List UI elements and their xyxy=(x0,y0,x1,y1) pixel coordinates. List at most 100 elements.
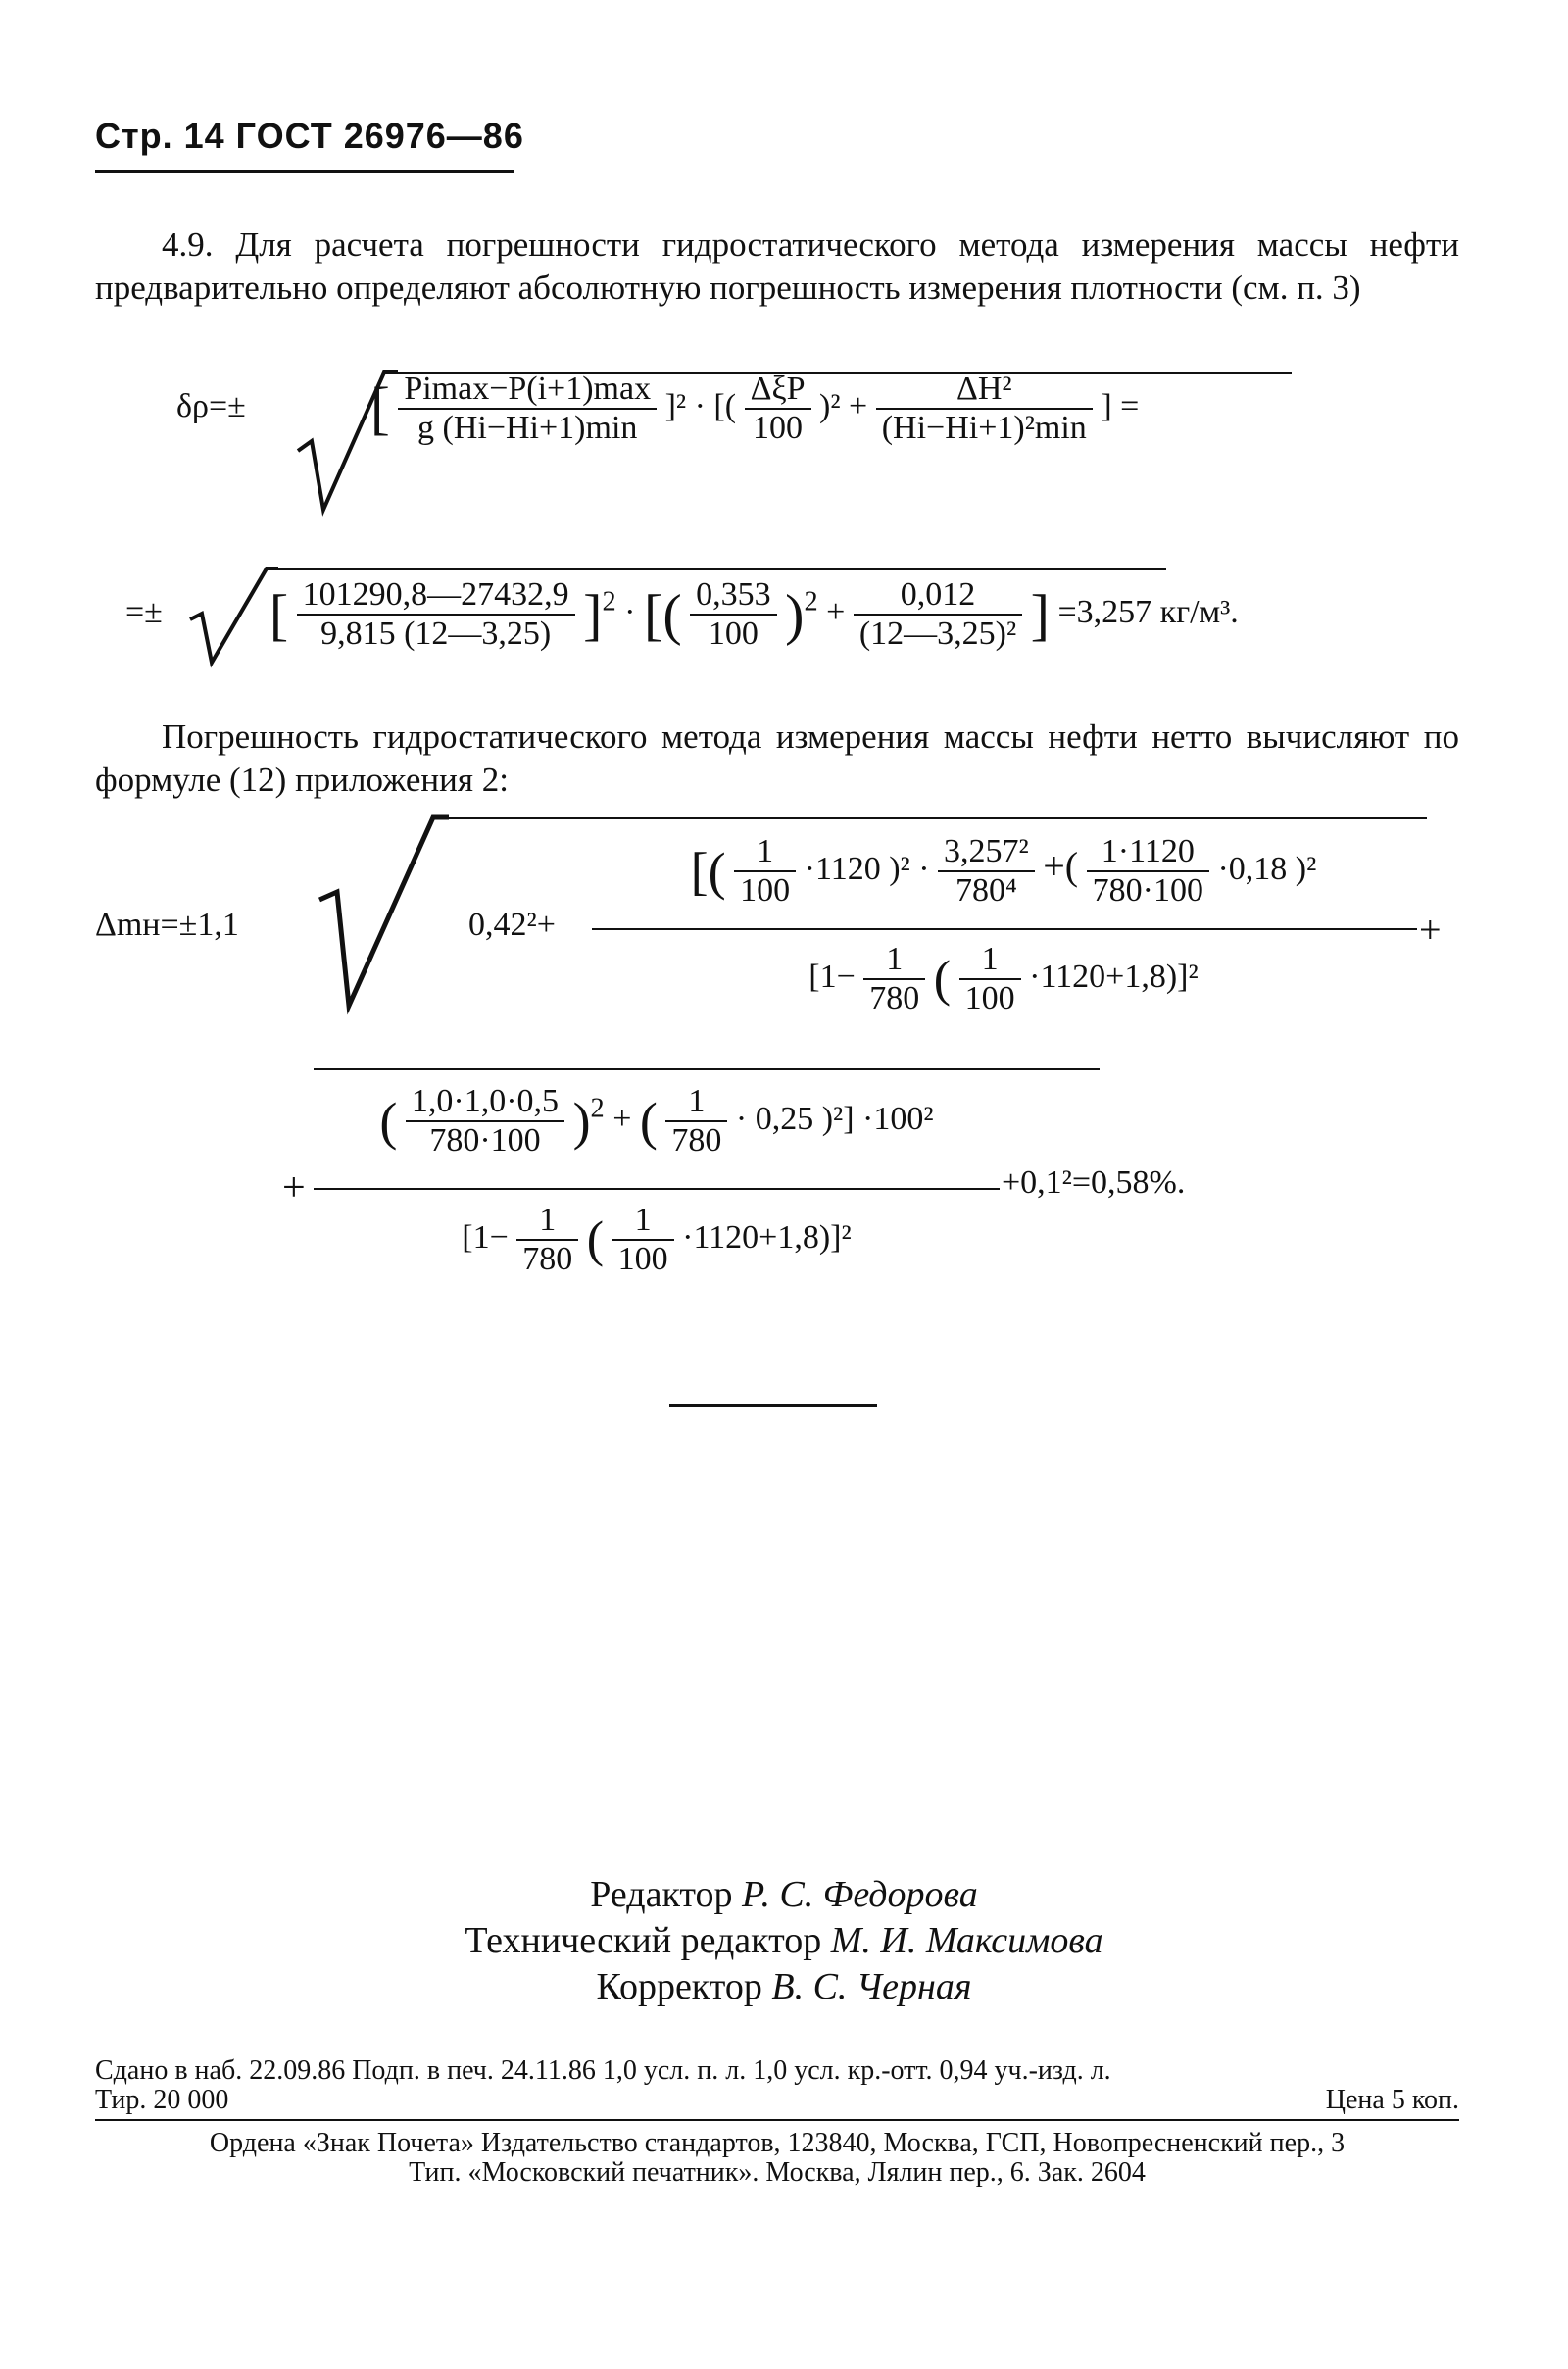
formula3-d2frac: 1 100 xyxy=(958,941,1021,1017)
formula3-n2-num: 3,257² xyxy=(938,833,1035,872)
formula2-fraction: 101290,8—27432,9 9,815 (12—3,25) xyxy=(296,576,575,653)
section-divider xyxy=(669,1404,877,1407)
publisher-line: Ордена «Знак Почета» Издательство станда… xyxy=(209,2128,1346,2158)
formula2-term2-den: 100 xyxy=(708,616,759,652)
formula4-b: 1 780 xyxy=(665,1083,728,1160)
page-header: Стр. 14 ГОСТ 26976—86 xyxy=(95,116,524,156)
radical-sign-3 xyxy=(318,814,449,1015)
formula1-lhs: δρ=± xyxy=(176,387,246,424)
credit-proof-name: В. С. Черная xyxy=(771,1966,972,2007)
radical-bar-1 xyxy=(392,372,1292,374)
formula1-end: ] = xyxy=(1101,387,1140,424)
formula1-term2-num: ΔξP xyxy=(744,370,811,410)
formula1-plus: )² + xyxy=(819,387,868,424)
credit-editor-name: Р. С. Федорова xyxy=(742,1874,978,1915)
paragraph-formula-intro-text: Погрешность гидростатического метода изм… xyxy=(95,717,1459,799)
formula3-d1: [1− xyxy=(808,958,856,995)
radical-bar-4 xyxy=(314,1068,1100,1070)
formula1-term3-den: (Hi−Hi+1)²min xyxy=(881,410,1087,446)
imprint-rule xyxy=(95,2119,1459,2121)
formula2-term3-num: 0,012 xyxy=(853,576,1023,616)
paragraph-intro: 4.9. Для расчета погрешности гидростатич… xyxy=(95,223,1459,310)
credit-tech-name: М. И. Максимова xyxy=(830,1920,1103,1961)
formula3-d-den: 780 xyxy=(869,980,920,1016)
radical-sign-2 xyxy=(189,567,278,668)
radical-bar-3 xyxy=(447,817,1427,819)
formula-density-error: δρ=± [ Pimax−P(i+1)max g (Hi−Hi+1)min ]²… xyxy=(176,370,1140,447)
formula1-fraction: Pimax−P(i+1)max g (Hi−Hi+1)min xyxy=(398,370,658,447)
formula3-d2-num: 1 xyxy=(958,941,1021,980)
formula4-result: +0,1²=0,58%. xyxy=(1002,1164,1186,1201)
credit-tech-label: Технический редактор xyxy=(465,1920,822,1961)
radical-sign-1 xyxy=(296,370,398,517)
paragraph-formula-intro: Погрешность гидростатического метода изм… xyxy=(95,716,1459,802)
formula4-dfrac: 1 780 xyxy=(516,1202,579,1278)
formula4-d2-den: 100 xyxy=(617,1241,668,1277)
formula3-n1-num: 1 xyxy=(734,833,797,872)
formula3-n2: 3,257² 780⁴ xyxy=(938,833,1035,910)
radical-bar-2 xyxy=(276,568,1166,570)
formula3-d2-den: 100 xyxy=(964,980,1015,1016)
imprint-print-run: Тир. 20 000 xyxy=(95,2085,229,2115)
formula3-d-tail: ·1120+1,8)]² xyxy=(1029,958,1199,995)
formula-density-numeric: =± [ 101290,8—27432,9 9,815 (12—3,25) ]2… xyxy=(125,576,1239,653)
formula1-term2-den: 100 xyxy=(753,410,804,446)
formula3-first: 0,42²+ xyxy=(468,907,556,943)
imprint-block: Сдано в наб. 22.09.86 Подп. в печ. 24.11… xyxy=(95,2056,1459,2115)
formula2-numerator: 101290,8—27432,9 xyxy=(296,576,575,616)
formula4-d2frac: 1 100 xyxy=(612,1202,674,1278)
formula3-n3: 1·1120 780·100 xyxy=(1086,833,1209,910)
formula1-term3: ΔH² (Hi−Hi+1)²min xyxy=(875,370,1093,447)
publisher-footer: Ордена «Знак Почета» Издательство станда… xyxy=(95,2129,1459,2188)
formula4-main-bar xyxy=(314,1188,1000,1190)
formula4-a-num: 1,0·1,0·0,5 xyxy=(405,1083,565,1122)
formula3-n3-num: 1·1120 xyxy=(1086,833,1209,872)
imprint-price: Цена 5 коп. xyxy=(1325,2085,1459,2115)
formula4-a-den: 780·100 xyxy=(429,1122,541,1159)
formula2-denominator: 9,815 (12—3,25) xyxy=(320,616,552,652)
imprint-line2: Тир. 20 000 Цена 5 коп. xyxy=(95,2086,1459,2115)
imprint-line1-text: Сдано в наб. 22.09.86 Подп. в печ. 24.11… xyxy=(95,2055,1111,2086)
formula4-d-num: 1 xyxy=(516,1202,579,1241)
formula3-plus-end: + xyxy=(1419,908,1442,952)
credit-editor-label: Редактор xyxy=(590,1874,733,1915)
formula3-d-num: 1 xyxy=(863,941,926,980)
formula1-mid: ]² · [( xyxy=(664,387,737,424)
formula2-result: =3,257 кг/м³. xyxy=(1057,593,1239,630)
formula3-lhs: Δmн=±1,1 xyxy=(95,907,239,943)
formula2-term3: 0,012 (12—3,25)² xyxy=(853,576,1023,653)
formula3-n1-mult: ·1120 )² · xyxy=(804,850,930,887)
formula1-term3-num: ΔH² xyxy=(875,370,1093,410)
formula3-main-bar xyxy=(592,928,1417,930)
formula1-denominator: g (Hi−Hi+1)min xyxy=(417,410,638,446)
formula4-b-den: 780 xyxy=(671,1122,722,1159)
imprint-line1: Сдано в наб. 22.09.86 Подп. в печ. 24.11… xyxy=(95,2056,1459,2086)
formula3-numerator: [( 1 100 ·1120 )² · 3,257² 780⁴ +( 1·112… xyxy=(690,833,1317,910)
formula4-denominator: [1− 1 780 ( 1 100 ·1120+1,8)]² xyxy=(462,1202,852,1278)
formula4-d1: [1− xyxy=(462,1218,509,1256)
formula4-d-den: 780 xyxy=(522,1241,573,1277)
formula3-n1-den: 100 xyxy=(740,872,791,909)
formula3-n3-tail: ·0,18 )² xyxy=(1217,850,1317,887)
formula3-n3-den: 780·100 xyxy=(1092,872,1203,909)
formula4-b-num: 1 xyxy=(665,1083,728,1122)
printer-line: Тип. «Московский печатник». Москва, Ляли… xyxy=(409,2157,1146,2188)
formula4-a: 1,0·1,0·0,5 780·100 xyxy=(405,1083,565,1160)
credit-proofreader: Корректор В. С. Черная xyxy=(0,1964,1568,2010)
formula1-term2: ΔξP 100 xyxy=(744,370,811,447)
formula2-term2: 0,353 100 xyxy=(690,576,777,653)
formula2-term3-den: (12—3,25)² xyxy=(858,616,1017,652)
formula2-term2-num: 0,353 xyxy=(690,576,777,616)
formula4-d-tail: ·1120+1,8)]² xyxy=(682,1218,852,1256)
formula1-numerator: Pimax−P(i+1)max xyxy=(398,370,658,410)
paragraph-intro-text: 4.9. Для расчета погрешности гидростатич… xyxy=(95,225,1459,307)
formula4-numerator: ( 1,0·1,0·0,5 780·100 )2 + ( 1 780 · 0,2… xyxy=(379,1083,934,1160)
credit-proof-label: Корректор xyxy=(596,1966,762,2007)
formula3-dfrac: 1 780 xyxy=(863,941,926,1017)
credit-editor: Редактор Р. С. Федорова xyxy=(0,1872,1568,1918)
formula3-n1: 1 100 xyxy=(734,833,797,910)
formula4-d2-num: 1 xyxy=(612,1202,674,1241)
formula2-lhs: =± xyxy=(125,593,163,630)
credit-tech-editor: Технический редактор М. И. Максимова xyxy=(0,1918,1568,1964)
